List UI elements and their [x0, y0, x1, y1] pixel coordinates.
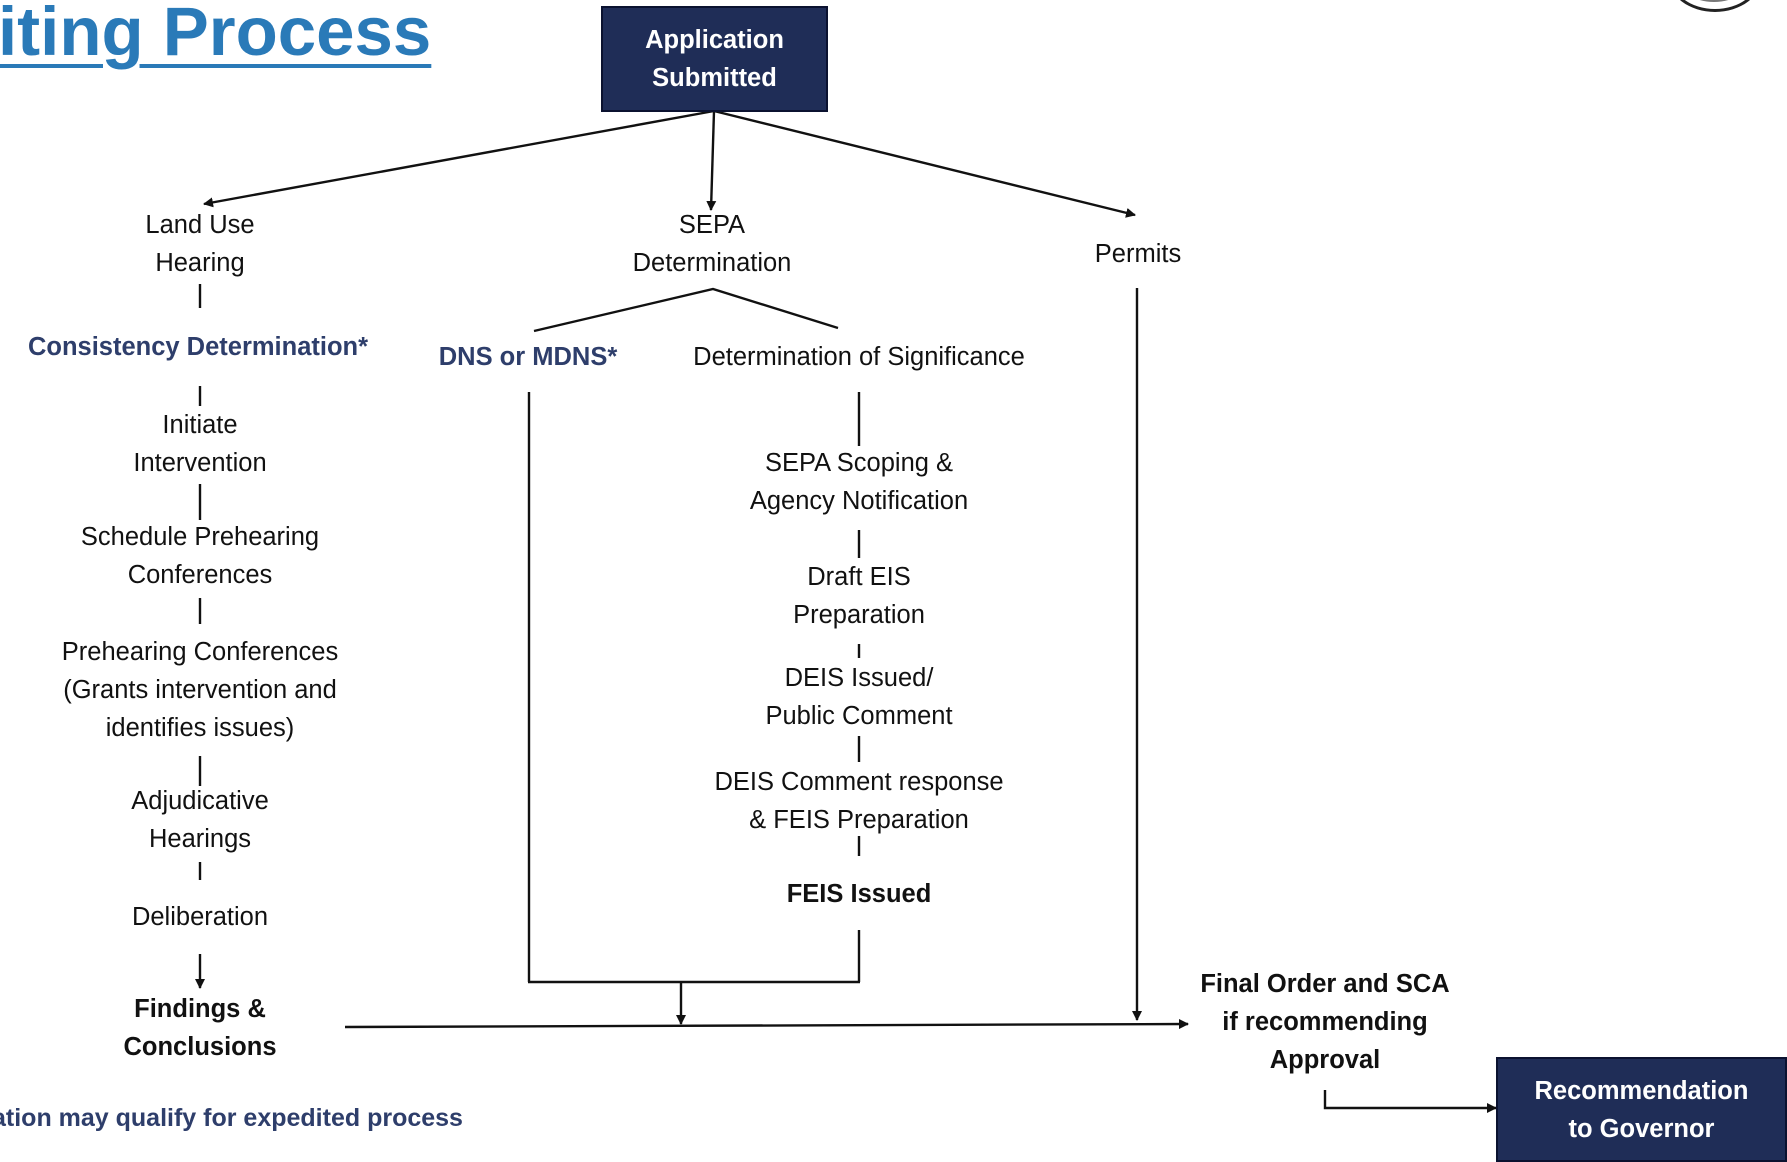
permits-node: Permits: [1094, 240, 1182, 268]
recommendation-box: Recommendation to Governor: [1496, 1057, 1787, 1162]
arrow-to-sepa: [706, 110, 717, 211]
arrow-to-land-use: [203, 109, 715, 208]
adjudicative-hearings-node: Adjudicative Hearings: [131, 787, 269, 853]
findings-conclusions-node: Findings & Conclusions: [123, 995, 277, 1061]
sepa-determination-node: SEPA Determination: [632, 211, 792, 277]
dns-mdns-node: DNS or MDNS*: [438, 343, 618, 371]
arrow-to-final-order: [344, 1019, 1189, 1030]
sepa-split: [533, 287, 839, 333]
arrow-to-permits: [713, 109, 1136, 218]
deis-comment-response-node: DEIS Comment response & FEIS Preparation: [714, 768, 1004, 834]
footnote: ation may qualify for expedited process: [0, 1104, 463, 1132]
determination-of-significance-node: Determination of Significance: [693, 343, 1025, 371]
final-order-node: Final Order and SCA if recommending Appr…: [1200, 970, 1450, 1074]
consistency-determination-node: Consistency Determination*: [27, 333, 369, 361]
arrow-to-recommendation: [1323, 1090, 1497, 1113]
application-submitted-box: Application Submitted: [601, 6, 828, 112]
deliberation-node: Deliberation: [131, 903, 269, 931]
page-title: iting Process: [0, 0, 432, 70]
initiate-intervention-node: Initiate Intervention: [133, 411, 267, 477]
sepa-scoping-node: SEPA Scoping & Agency Notification: [749, 449, 969, 515]
prehearing-conferences-node: Prehearing Conferences (Grants intervent…: [61, 638, 339, 742]
feis-issued-node: FEIS Issued: [786, 880, 932, 908]
schedule-prehearing-node: Schedule Prehearing Conferences: [80, 523, 320, 589]
land-use-hearing-node: Land Use Hearing: [145, 211, 255, 277]
draft-eis-node: Draft EIS Preparation: [793, 563, 925, 629]
deis-issued-node: DEIS Issued/ Public Comment: [765, 664, 953, 730]
